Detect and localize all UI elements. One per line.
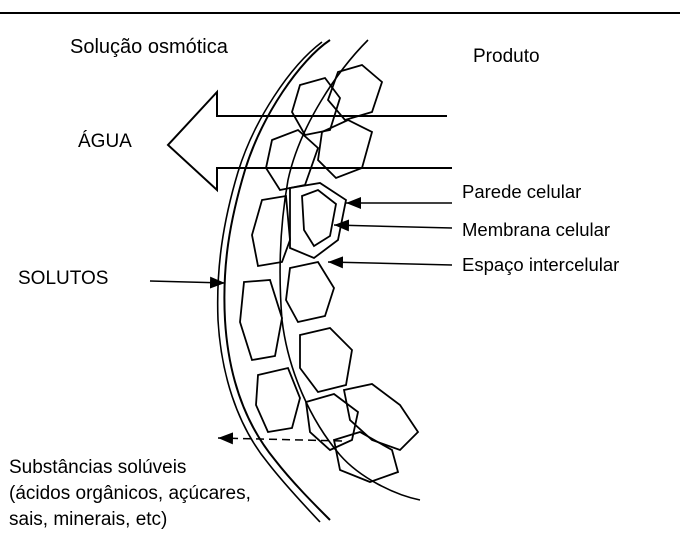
cell [256, 368, 300, 432]
cell [266, 130, 318, 190]
cell [318, 120, 372, 178]
intercellular-space-label: Espaço intercelular [462, 254, 619, 276]
cell [344, 384, 418, 450]
cell [334, 432, 398, 482]
product-label: Produto [473, 46, 540, 68]
solutes-label: SOLUTOS [18, 268, 108, 290]
cell [306, 394, 358, 450]
cells [240, 65, 418, 482]
cell-membrane-arrow [334, 225, 452, 228]
water-label: ÁGUA [78, 131, 132, 153]
osmotic-solution-label: Solução osmótica [70, 36, 228, 59]
tissue-inner-boundary [280, 40, 420, 500]
soluble-substances-line1: Substâncias solúveis [9, 455, 186, 481]
cell [302, 190, 336, 246]
solutes-arrow [150, 281, 225, 283]
cell-wall-label: Parede celular [462, 181, 581, 203]
cell [300, 328, 352, 392]
soluble-substances-arrow [218, 438, 342, 441]
cell [290, 183, 346, 258]
soluble-substances-line2: (ácidos orgânicos, açúcares, [9, 481, 251, 507]
intercellular-space-arrow [328, 262, 452, 265]
soluble-substances-line3: sais, minerais, etc) [9, 507, 167, 533]
cell [240, 280, 282, 360]
cell-membrane-label: Membrana celular [462, 219, 610, 241]
cell [286, 262, 334, 322]
